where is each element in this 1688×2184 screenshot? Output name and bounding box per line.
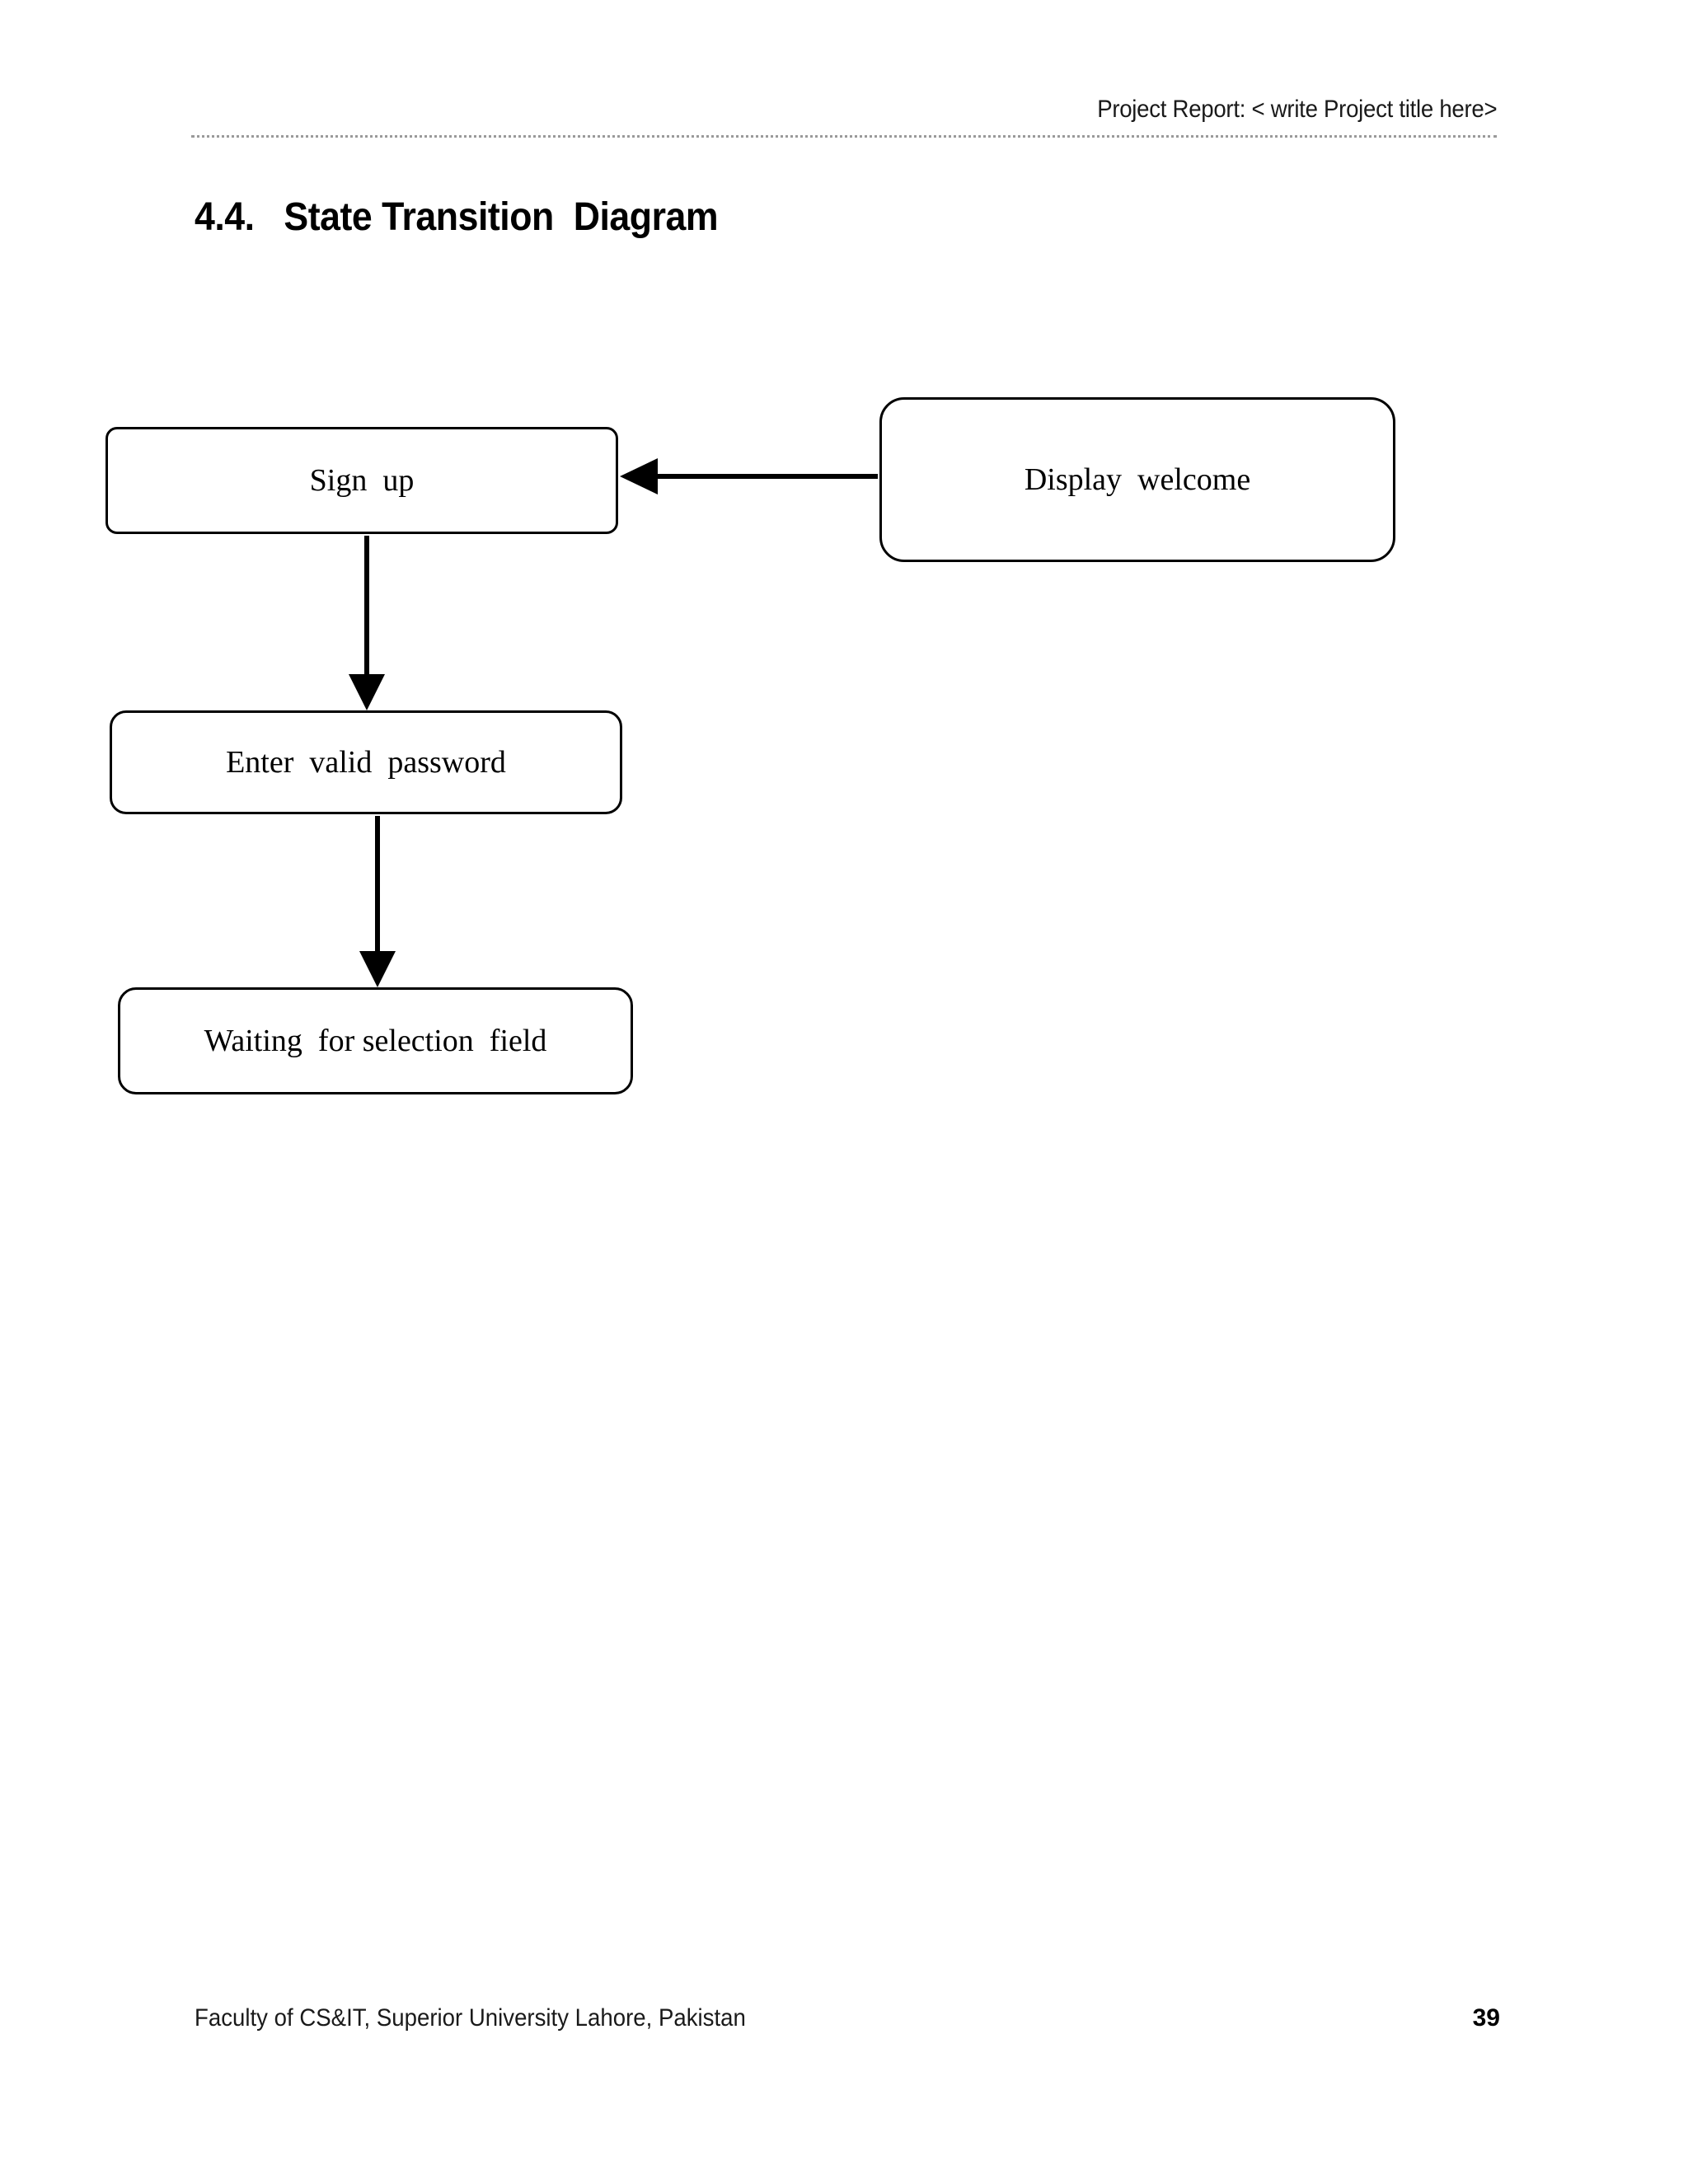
state-node-label: Enter valid password [226,745,506,780]
state-node-label: Waiting for selection field [204,1024,547,1058]
state-node-signup: Sign up [106,427,618,534]
page-number: 39 [1472,2004,1500,2032]
page-footer: Faculty of CS&IT, Superior University La… [195,2004,1500,2054]
transition-arrow-signup-to-password [349,536,385,710]
state-node-enter-valid-password: Enter valid password [110,710,622,814]
page-header: Project Report: < write Project title he… [191,96,1497,140]
transition-arrow-password-to-waiting [359,816,396,987]
state-node-display-welcome: Display welcome [879,397,1395,562]
transition-arrow-display-to-signup [620,458,878,494]
state-node-label: Sign up [309,463,415,498]
footer-text: Faculty of CS&IT, Superior University La… [195,2004,746,2032]
header-divider [191,135,1497,138]
state-node-label: Display welcome [1024,462,1251,497]
header-title: Project Report: < write Project title he… [1096,96,1497,123]
section-heading: 4.4. State Transition Diagram [195,195,719,239]
state-node-waiting-for-selection-field: Waiting for selection field [118,987,633,1094]
